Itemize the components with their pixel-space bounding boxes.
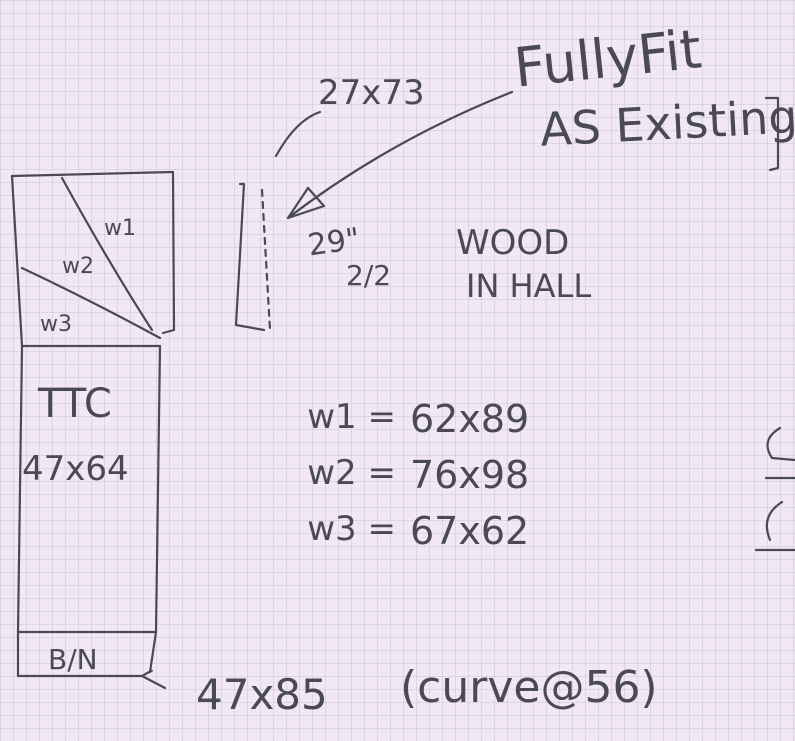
window-left-edge xyxy=(10,174,24,348)
pointer-arrow xyxy=(286,90,514,220)
measurement-label: w2 = xyxy=(307,453,396,493)
pointer-arrowhead xyxy=(286,186,326,220)
measurement-row: w2 = 76x98 xyxy=(290,456,529,512)
door-size-label: 27x73 xyxy=(318,73,425,113)
curve-note: (curve@56) xyxy=(400,662,658,713)
height-label: 29" xyxy=(305,221,363,264)
measurement-value: 62x89 xyxy=(410,397,530,441)
measurement-label: w3 = xyxy=(307,509,396,549)
cabinet-left xyxy=(16,344,24,678)
measurement-list: w1 = 62x89 w2 = 76x98 w3 = 67x62 xyxy=(290,400,529,568)
edge-mark-bottom xyxy=(765,500,784,542)
measurement-row: w1 = 62x89 xyxy=(290,400,529,456)
window-frame xyxy=(10,170,176,335)
door-dashed xyxy=(260,188,272,332)
measurement-row: w3 = 67x62 xyxy=(290,512,529,568)
ttc-label: TTC xyxy=(38,381,112,427)
in-hall-label: IN HALL xyxy=(466,267,592,305)
leader-line xyxy=(140,674,167,690)
bn-label: B/N xyxy=(48,643,98,676)
bottom-size-label: 47x85 xyxy=(196,670,328,719)
as-existing-note: AS Existing xyxy=(538,89,795,157)
measurement-value: 76x98 xyxy=(410,453,530,497)
edge-mark-top xyxy=(766,426,795,462)
existing-bracket xyxy=(764,96,780,172)
pane-label-w1: w1 xyxy=(104,216,136,241)
measurement-value: 67x62 xyxy=(410,509,530,553)
pane-divider-w2 xyxy=(20,266,162,340)
measurement-label: w1 = xyxy=(307,397,396,437)
fraction-label: 2/2 xyxy=(346,259,392,292)
pane-label-w3: w3 xyxy=(40,312,72,337)
ttc-size-label: 47x64 xyxy=(22,449,129,489)
cabinet-right xyxy=(148,344,162,674)
callout-curve xyxy=(274,110,322,158)
wood-label: WOOD xyxy=(456,223,570,263)
pane-label-w2: w2 xyxy=(62,254,94,279)
arrowhead-back xyxy=(306,186,326,208)
door-outline xyxy=(234,182,266,332)
pane-divider-w1 xyxy=(60,176,154,332)
